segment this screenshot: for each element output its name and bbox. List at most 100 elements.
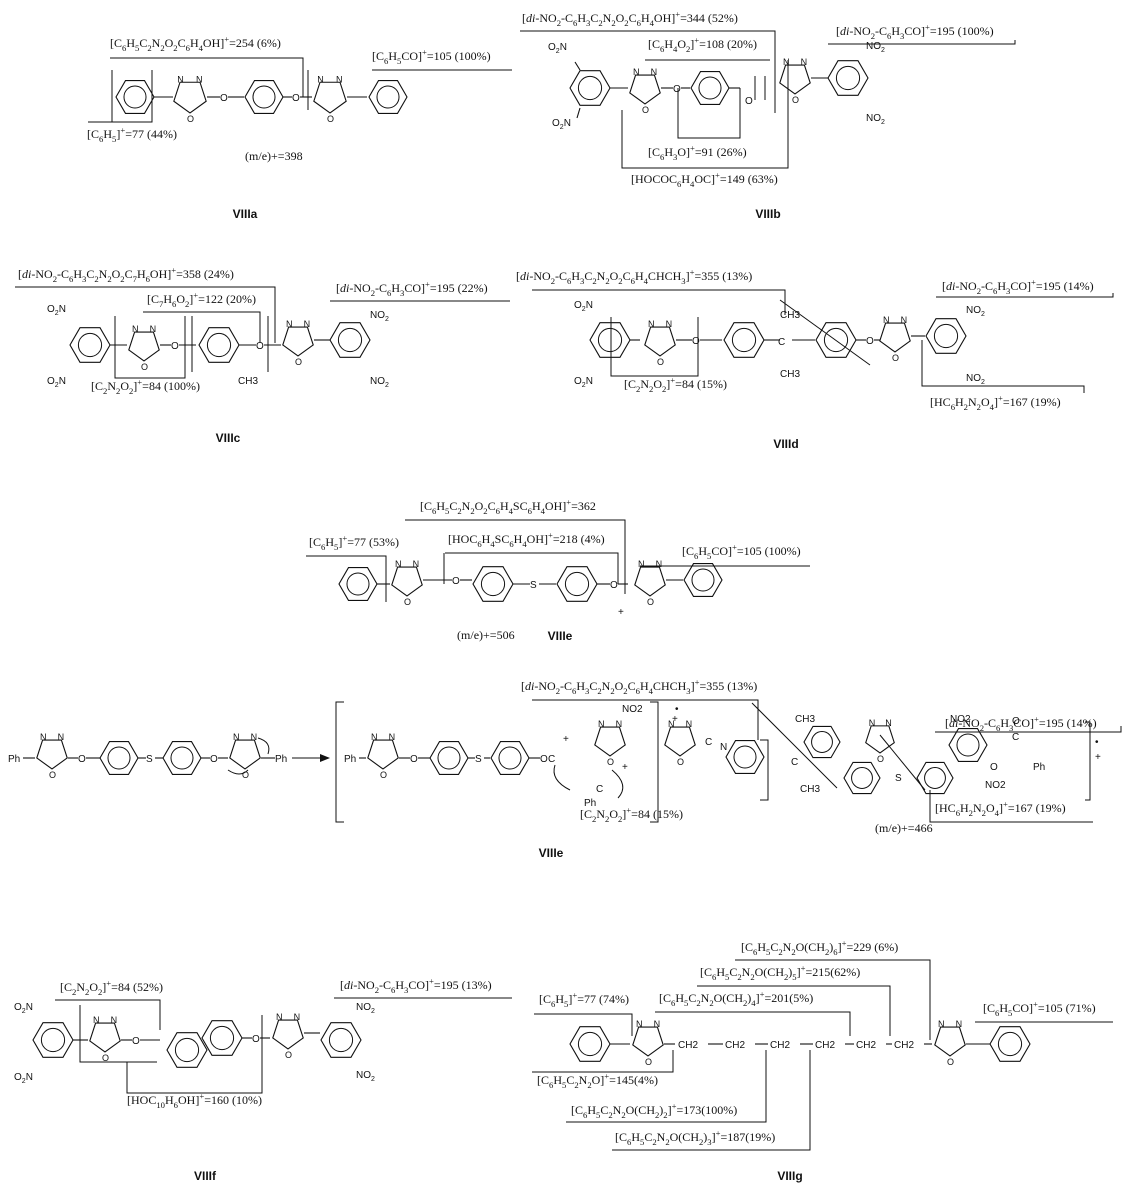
bracket-line <box>532 1050 674 1073</box>
reaction-arrowhead <box>320 754 330 762</box>
nitrogen-label: N <box>132 324 139 334</box>
oxadiazole-ring <box>934 1026 966 1057</box>
benzene-ring <box>368 79 408 115</box>
nitrogen-label: N <box>938 1019 945 1029</box>
oxygen-label: O <box>187 114 194 124</box>
aromatic-circle <box>77 332 103 358</box>
fragment-77: [C6H5]+=77 (53%) <box>309 533 399 552</box>
aromatic-circle <box>851 767 873 789</box>
molecular-ion-506: (m/e)+=506 <box>457 628 515 642</box>
nitro-group-label: O2N <box>548 42 567 55</box>
benzene-ring <box>723 322 765 358</box>
nitrogen-label: N <box>371 732 378 742</box>
oxadiazole-ring <box>634 566 666 597</box>
fragment-195: [di-NO2-C6H3CO]+=195 (22%) <box>336 279 488 298</box>
molecular-ion-466: (m/e)+=466 <box>875 821 933 835</box>
bracket-line <box>621 60 789 169</box>
bracket-line <box>532 289 786 315</box>
bracket-left <box>335 701 344 823</box>
sulfur-label: S <box>146 754 153 765</box>
nitrogen-label: N <box>286 319 293 329</box>
benzene-ring <box>948 727 988 763</box>
fragment-355-overlay: [di-NO2-C6H3C2N2O2C6H4CHCH3]+=355 (13%) <box>521 677 757 696</box>
oxygen-label: O <box>645 1057 652 1067</box>
atom-label: O <box>292 93 300 104</box>
atom-label: O <box>745 96 753 107</box>
atom-label: O <box>540 754 548 765</box>
nitrogen-label: N <box>636 1019 643 1029</box>
bracket-line <box>677 88 741 139</box>
bracket-line <box>921 340 1085 393</box>
compound-label-c: VIIIc <box>216 431 241 445</box>
cation-charge: + <box>622 762 628 773</box>
oxygen-label: O <box>657 357 664 367</box>
benzene-ring <box>198 327 240 363</box>
bracket-line <box>879 734 926 791</box>
radical-cation-charge: + <box>1095 752 1101 763</box>
nitrogen-label: N <box>40 732 47 742</box>
nitro-group-label: O2N <box>574 300 593 313</box>
aromatic-circle <box>997 1031 1023 1057</box>
bracket-line <box>936 293 1114 298</box>
nitro-group-label: NO2 <box>866 41 885 54</box>
nitrogen-label: N <box>276 1012 283 1022</box>
fragment-187: [C6H5C2N2O(CH2)3]+=187(19%) <box>615 1128 775 1147</box>
aromatic-circle <box>170 746 194 770</box>
nitrogen-label: N <box>58 732 65 742</box>
atom-label: O <box>171 341 179 352</box>
aromatic-circle <box>209 1025 235 1051</box>
carbon-label: C <box>548 754 555 765</box>
phenyl-label: Ph <box>275 754 287 765</box>
benzene-ring <box>989 1026 1031 1062</box>
compound-label-a: VIIIa <box>233 207 258 221</box>
nitrogen-label: N <box>598 719 605 729</box>
nitrogen-label: N <box>294 1012 301 1022</box>
bracket-line <box>79 1005 157 1063</box>
nitro-group-label: O2N <box>14 1002 33 1015</box>
nitrogen-label: N <box>251 732 258 742</box>
atom-label: O <box>452 576 460 587</box>
oxadiazole-ring <box>779 64 811 95</box>
nitro-label: NO2 <box>950 714 971 725</box>
aromatic-circle <box>346 572 370 596</box>
nitro-group-label: NO2 <box>966 373 985 386</box>
methyl-label: CH3 <box>800 784 820 795</box>
nitrogen-label: N <box>196 74 203 84</box>
nitrogen-label: N <box>668 719 675 729</box>
oxygen-label: O <box>607 757 614 767</box>
oxygen-label: O <box>877 754 884 764</box>
nitrogen-label: N <box>783 57 790 67</box>
methyl-label: CH3 <box>238 376 258 387</box>
nitrogen-label: N <box>336 74 343 84</box>
aromatic-circle <box>498 746 522 770</box>
aromatic-circle <box>252 85 276 109</box>
methyl-label: CH3 <box>795 714 815 725</box>
aromatic-circle <box>376 85 400 109</box>
phenyl-label: Ph <box>584 798 596 809</box>
oxygen-label: O <box>647 597 654 607</box>
aromatic-circle <box>731 327 757 353</box>
fragment-122: [C7H6O2]+=122 (20%) <box>147 290 256 309</box>
fragment-105: [C6H5CO]+=105 (100%) <box>682 542 801 561</box>
bracket-line <box>697 985 891 1036</box>
nitro-group-label: O2N <box>47 304 66 317</box>
bracket-line <box>532 699 759 740</box>
nitrogen-label: N <box>638 559 645 569</box>
nitro-group-label: NO2 <box>370 376 389 389</box>
oxygen-label: O <box>102 1053 109 1063</box>
benzene-ring <box>916 761 954 795</box>
bracket-line <box>55 999 161 1030</box>
cation-charge: + <box>563 734 569 745</box>
benzene-ring <box>843 761 881 795</box>
nitro-group-label: O2N <box>47 376 66 389</box>
atom-label: O <box>410 754 418 765</box>
nitrogen-label: N <box>616 719 623 729</box>
oxadiazole-ring <box>632 1026 664 1057</box>
nitrogen-label: N <box>395 559 402 569</box>
sulfur-label: S <box>895 773 902 784</box>
aromatic-circle <box>956 733 980 757</box>
nitrogen-label: N <box>901 315 908 325</box>
fragment-84-overlay: [C2N2O2]+=84 (15%) <box>580 805 683 824</box>
nitrogen-label: N <box>389 732 396 742</box>
nitrogen-label: N <box>150 324 157 334</box>
